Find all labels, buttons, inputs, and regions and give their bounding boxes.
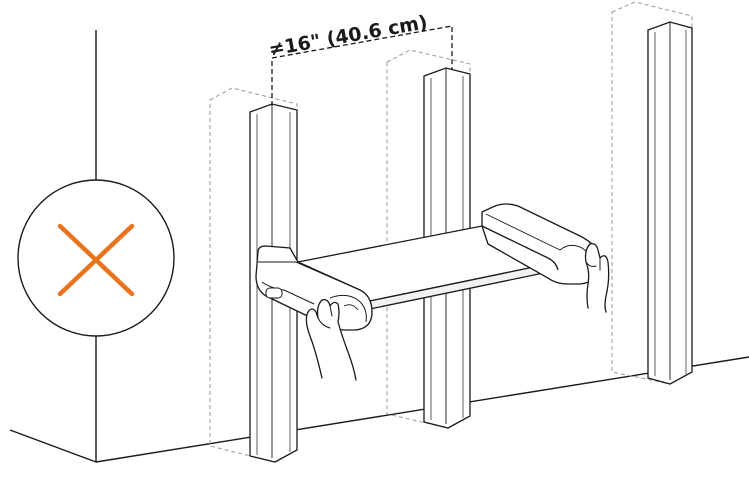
stud-3 bbox=[647, 21, 693, 385]
left-bracket bbox=[255, 245, 373, 331]
cross-icon bbox=[57, 223, 135, 297]
left-hand bbox=[305, 298, 357, 381]
stud-spacing-label: ≠16" (40.6 cm) bbox=[267, 11, 429, 61]
stud-outlines bbox=[209, 1, 693, 463]
bracket-slot bbox=[265, 287, 283, 299]
hands bbox=[305, 242, 610, 381]
floor-left-line bbox=[9, 429, 97, 463]
stud-2-outline bbox=[386, 49, 471, 429]
floor-right-line bbox=[95, 356, 749, 463]
dimension-line bbox=[271, 25, 453, 106]
not-allowed-indicator bbox=[17, 179, 175, 337]
right-hand bbox=[584, 242, 610, 313]
